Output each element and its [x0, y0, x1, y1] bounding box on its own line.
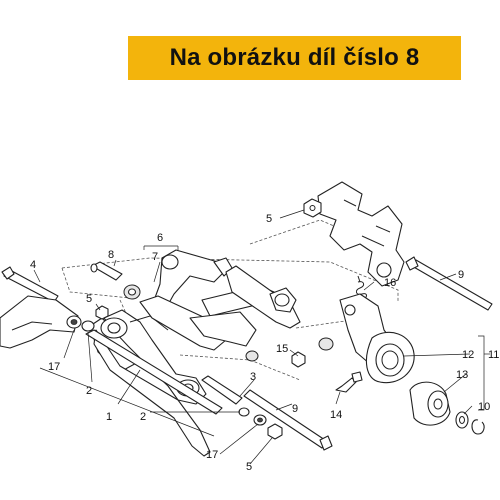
part-11-tensioner-assembly [339, 293, 415, 384]
left-frame-fragment [0, 295, 79, 349]
callout-10: 10 [478, 401, 490, 413]
callout-2-left: 2 [86, 385, 92, 397]
part-1-pivot-shaft [85, 329, 223, 415]
part-2-bushing-lower [238, 407, 250, 417]
part-5-nut-lower [267, 423, 283, 440]
part-14-bolt [335, 371, 363, 393]
bracket-11 [478, 335, 490, 411]
callout-4: 4 [30, 259, 36, 271]
part-8-pin [90, 261, 123, 281]
callout-labels: 5 4 8 6 7 5 17 2 1 2 3 9 17 5 15 16 9 11… [30, 213, 499, 473]
callout-11: 11 [488, 349, 499, 361]
title-banner: Na obrázku díl číslo 8 [128, 36, 461, 80]
callout-14: 14 [330, 409, 342, 421]
part-2-bushing-left [81, 320, 95, 332]
callout-9-lower: 9 [292, 403, 298, 415]
callout-13: 13 [456, 369, 468, 381]
part-9-bolt-lower [243, 389, 333, 451]
callout-5-left: 5 [86, 293, 92, 305]
part-9-bolt-upper [405, 256, 493, 311]
part-5-nut-top [303, 198, 322, 218]
callout-5-lower: 5 [246, 461, 252, 473]
part-17-bushing-left [66, 315, 82, 329]
callout-5-top: 5 [266, 213, 272, 225]
part-7-bushing [123, 284, 141, 300]
bracket-6 [143, 245, 179, 250]
shaft-bushing [245, 337, 334, 362]
callout-6: 6 [157, 232, 163, 244]
callout-1: 1 [106, 411, 112, 423]
part-4-long-bolt [1, 266, 59, 303]
part-3-sleeve [201, 375, 243, 405]
callout-16: 16 [384, 277, 396, 289]
part-6-link-bracket [139, 249, 301, 351]
bracket-1 [39, 367, 215, 437]
part-10-circlip [455, 411, 485, 435]
callout-15: 15 [276, 343, 288, 355]
callout-9-upper: 9 [458, 269, 464, 281]
leader-lines [33, 209, 473, 465]
callout-17-lower: 17 [206, 449, 218, 461]
callout-8: 8 [108, 249, 114, 261]
callout-17-left: 17 [48, 361, 60, 373]
part-17-bushing-lower [253, 414, 267, 426]
frame-bracket [317, 181, 405, 287]
callout-12: 12 [462, 349, 474, 361]
banner-text: Na obrázku díl číslo 8 [169, 44, 420, 71]
callout-7: 7 [152, 251, 158, 263]
callout-3: 3 [250, 371, 256, 383]
part-5-nut-left [95, 305, 109, 320]
part-13-roller [409, 381, 451, 426]
callout-2-lower: 2 [140, 411, 146, 423]
part-15-nut [291, 351, 306, 368]
